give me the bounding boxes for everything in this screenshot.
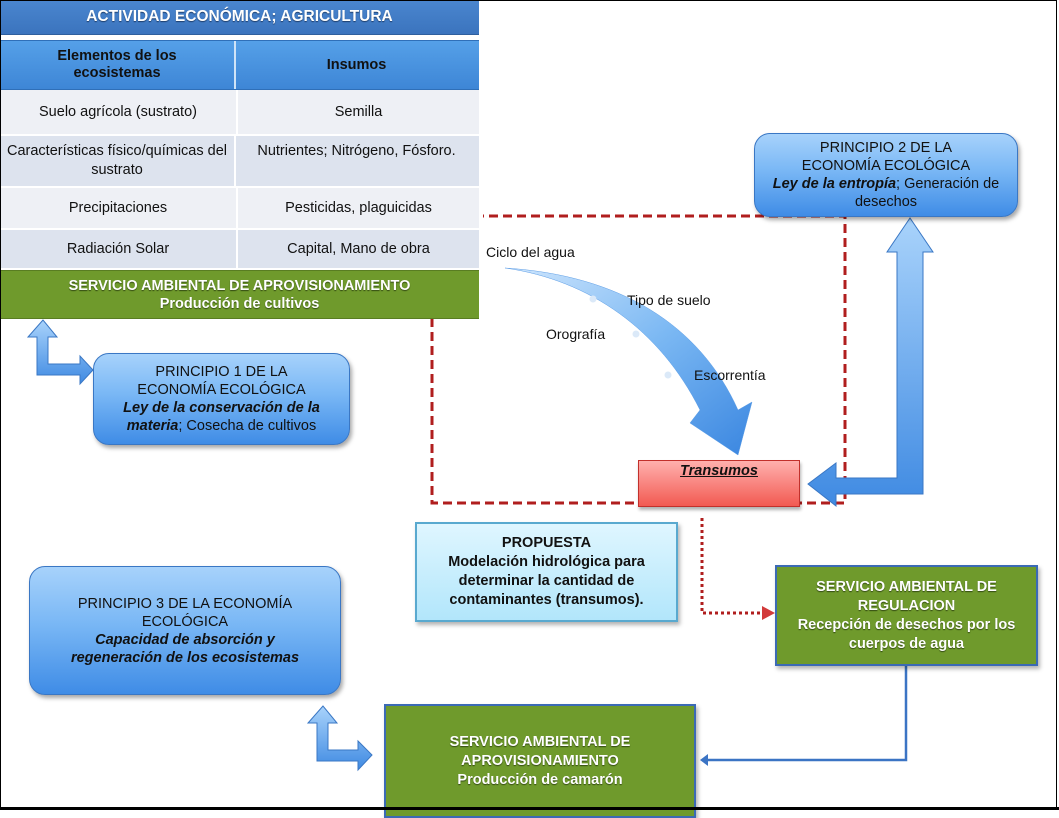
label-tipo-de-suelo: Tipo de suelo <box>627 292 711 308</box>
bottom-border <box>0 807 1059 810</box>
principio1-line2: ECONOMÍA ECOLÓGICA <box>137 382 306 398</box>
service-cultivos-title: SERVICIO AMBIENTAL DE APROVISIONAMIENTO <box>68 277 411 294</box>
principio1-double-arrow <box>26 319 94 386</box>
regulacion-arrowhead <box>700 754 708 766</box>
dotted-arrowhead <box>762 606 775 620</box>
table-cell: Pesticidas, plaguicidas <box>285 199 432 216</box>
regulacion-to-camaron-line <box>708 664 908 762</box>
servicio-regulacion-box: SERVICIO AMBIENTAL DE REGULACION Recepci… <box>775 565 1038 666</box>
propuesta-box: PROPUESTA Modelación hidrológica para de… <box>415 522 678 622</box>
transumos-label: Transumos <box>680 463 758 479</box>
principio2-law: Ley de la entropía <box>772 176 897 192</box>
service-cultivos: SERVICIO AMBIENTAL DE APROVISIONAMIENTO … <box>0 270 479 319</box>
table-cell: Semilla <box>334 103 383 120</box>
servicio-regulacion-subtitle: Recepción de desechos por los cuerpos de… <box>797 616 1016 652</box>
transumos-box: Transumos <box>638 460 800 507</box>
label-ciclo-del-agua: Ciclo del agua <box>486 244 575 260</box>
principio2-rest: ; Generación de desechos <box>854 176 1000 210</box>
principio3-double-arrow <box>306 705 373 772</box>
table-cell: Suelo agrícola (sustrato) <box>0 90 238 134</box>
propuesta-title: PROPUESTA <box>501 535 592 551</box>
principio1-box: PRINCIPIO 1 DE LA ECONOMÍA ECOLÓGICA Ley… <box>93 353 350 445</box>
principio3-title: PRINCIPIO 3 DE LA ECONOMÍA ECOLÓGICA <box>77 595 293 630</box>
servicio-camaron-title: SERVICIO AMBIENTAL DE APROVISIONAMIENTO <box>449 733 631 769</box>
propuesta-body: Modelación hidrológica para determinar l… <box>448 554 645 608</box>
water-cycle-dot <box>589 295 597 303</box>
table-cell: Capital, Mano de obra <box>287 240 430 257</box>
label-orografia: Orografía <box>546 326 606 342</box>
table-row: Suelo agrícola (sustrato) Semilla <box>0 90 479 136</box>
service-cultivos-subtitle: Producción de cultivos <box>159 295 320 312</box>
table-cell: Características físico/químicas del sust… <box>0 136 236 186</box>
agriculture-table: ACTIVIDAD ECONÓMICA; AGRICULTURA Element… <box>0 0 479 319</box>
principio1-rest: ; Cosecha de cultivos <box>178 418 317 434</box>
principio2-line2: ECONOMÍA ECOLÓGICA <box>801 158 971 174</box>
water-cycle-dot <box>632 330 640 338</box>
servicio-camaron-box: SERVICIO AMBIENTAL DE APROVISIONAMIENTO … <box>384 704 696 818</box>
table-header-row: Elementos de los ecosistemas Insumos <box>0 40 479 90</box>
table-row: Precipitaciones Pesticidas, plaguicidas <box>0 188 479 230</box>
principio2-line1: PRINCIPIO 2 DE LA <box>819 140 953 156</box>
table-title: ACTIVIDAD ECONÓMICA; AGRICULTURA <box>0 0 479 35</box>
table-row: Radiación Solar Capital, Mano de obra <box>0 230 479 270</box>
water-cycle-dot <box>664 371 672 379</box>
table-cell: Nutrientes; Nitrógeno, Fósforo. <box>257 143 456 159</box>
table-cell: Radiación Solar <box>0 230 238 268</box>
servicio-regulacion-title: SERVICIO AMBIENTAL DE REGULACION <box>816 578 997 614</box>
principio1-line1: PRINCIPIO 1 DE LA <box>155 364 288 380</box>
principio3-box: PRINCIPIO 3 DE LA ECONOMÍA ECOLÓGICA Cap… <box>29 566 341 695</box>
entropy-bent-arrow <box>807 217 934 508</box>
principio3-law: Capacidad de absorción y regeneración de… <box>70 631 300 666</box>
dotted-connector <box>700 518 762 615</box>
water-cycle-arrow <box>504 267 753 456</box>
label-escorrentia: Escorrentía <box>694 367 766 383</box>
table-header-elementos: Elementos de los ecosistemas <box>0 41 236 89</box>
table-row: Características físico/químicas del sust… <box>0 136 479 188</box>
principio2-box: PRINCIPIO 2 DE LA ECONOMÍA ECOLÓGICA Ley… <box>754 133 1018 217</box>
table-header-insumos: Insumos <box>326 56 387 73</box>
servicio-camaron-subtitle: Producción de camarón <box>457 771 623 788</box>
principio1-law: Ley de la conservación de la materia <box>123 400 320 434</box>
table-cell: Precipitaciones <box>0 188 238 228</box>
